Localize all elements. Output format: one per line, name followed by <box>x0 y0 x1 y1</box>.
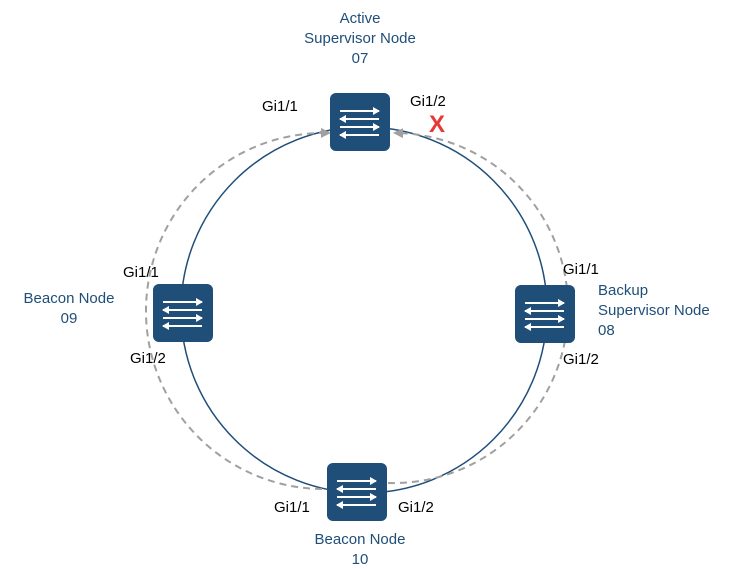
switch-icon <box>152 283 214 343</box>
backup-supervisor-node-label: Backup Supervisor Node 08 <box>598 282 710 339</box>
port-label: Gi1/1 <box>262 98 298 115</box>
port-label: Gi1/2 <box>398 499 434 516</box>
link-failure-icon: X <box>429 111 446 138</box>
beacon-node-10-label: Beacon Node 10 <box>314 531 406 568</box>
port-label: Gi1/2 <box>410 93 446 110</box>
port-label: Gi1/1 <box>274 499 310 516</box>
flow-path-left <box>145 127 331 490</box>
switch-icon <box>514 284 576 344</box>
port-label: Gi1/1 <box>123 264 159 281</box>
beacon-node-09-label: Beacon Node 09 <box>23 290 115 327</box>
port-label: Gi1/2 <box>563 351 599 368</box>
port-label: Gi1/2 <box>130 350 166 367</box>
port-label: Gi1/1 <box>563 261 599 278</box>
switch-icon <box>329 92 391 152</box>
ring-link <box>180 126 548 494</box>
flow-path-right <box>387 128 569 485</box>
active-supervisor-node-label: Active Supervisor Node 07 <box>304 10 416 67</box>
switch-icon <box>326 462 388 522</box>
